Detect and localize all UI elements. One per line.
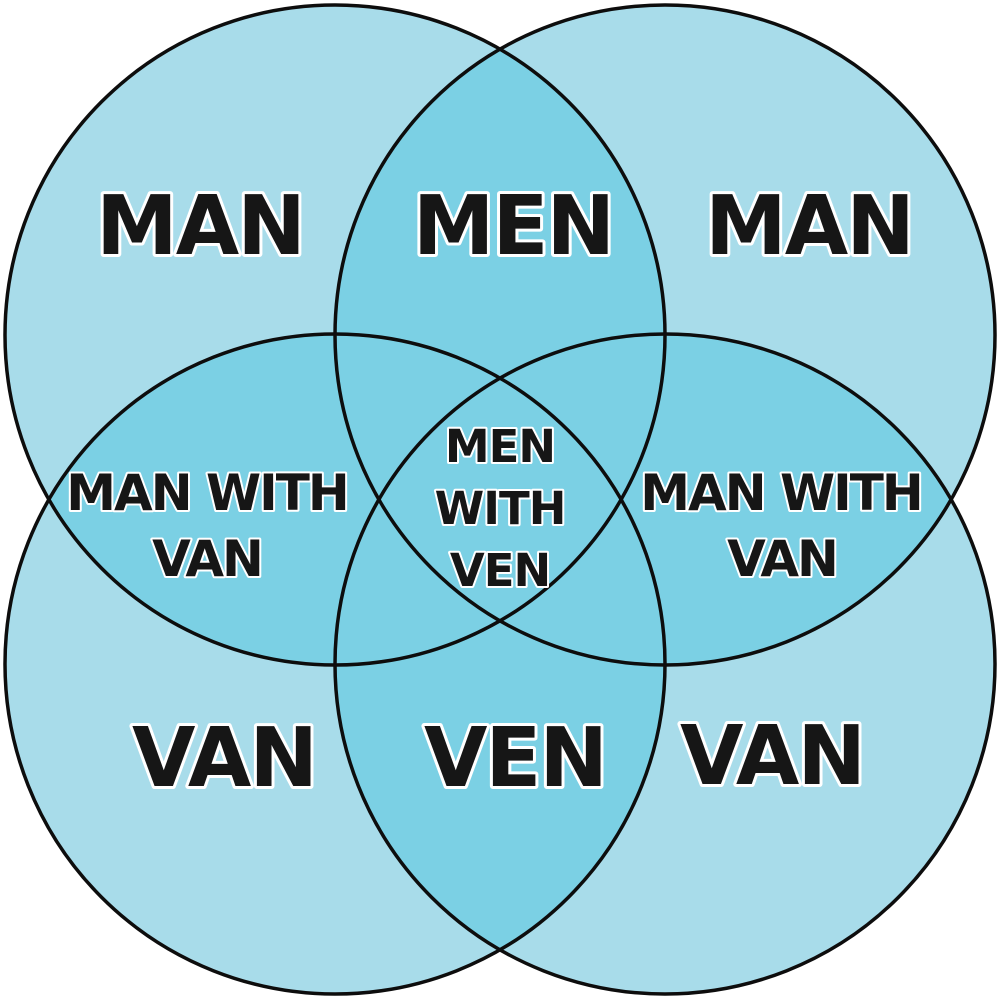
label-men-with-ven-line2: WITH xyxy=(435,482,566,535)
label-man-with-van-left-line2: VAN xyxy=(152,530,262,588)
label-man-top-right: MAN xyxy=(705,179,913,274)
overlap-diagonal-tr-bl-region xyxy=(335,334,665,665)
label-man-with-van-left-line1: MAN WITH xyxy=(66,464,347,522)
label-van-bottom-right: VAN xyxy=(680,709,864,804)
label-man-with-van-right-line2: VAN xyxy=(727,530,837,588)
label-van-bottom-left: VAN xyxy=(132,711,316,806)
label-man-with-van-right-line1: MAN WITH xyxy=(640,464,921,522)
circle-outline-bottom-left xyxy=(3,332,667,996)
label-men-top-center: MEN xyxy=(413,179,613,274)
label-men-with-ven-line1: MEN xyxy=(445,420,555,473)
circle-outline-bottom-right xyxy=(333,332,997,996)
label-man-top-left: MAN xyxy=(96,179,304,274)
label-men-with-ven-line3: VEN xyxy=(450,544,550,597)
label-ven-bottom-center: VEN xyxy=(424,711,606,806)
